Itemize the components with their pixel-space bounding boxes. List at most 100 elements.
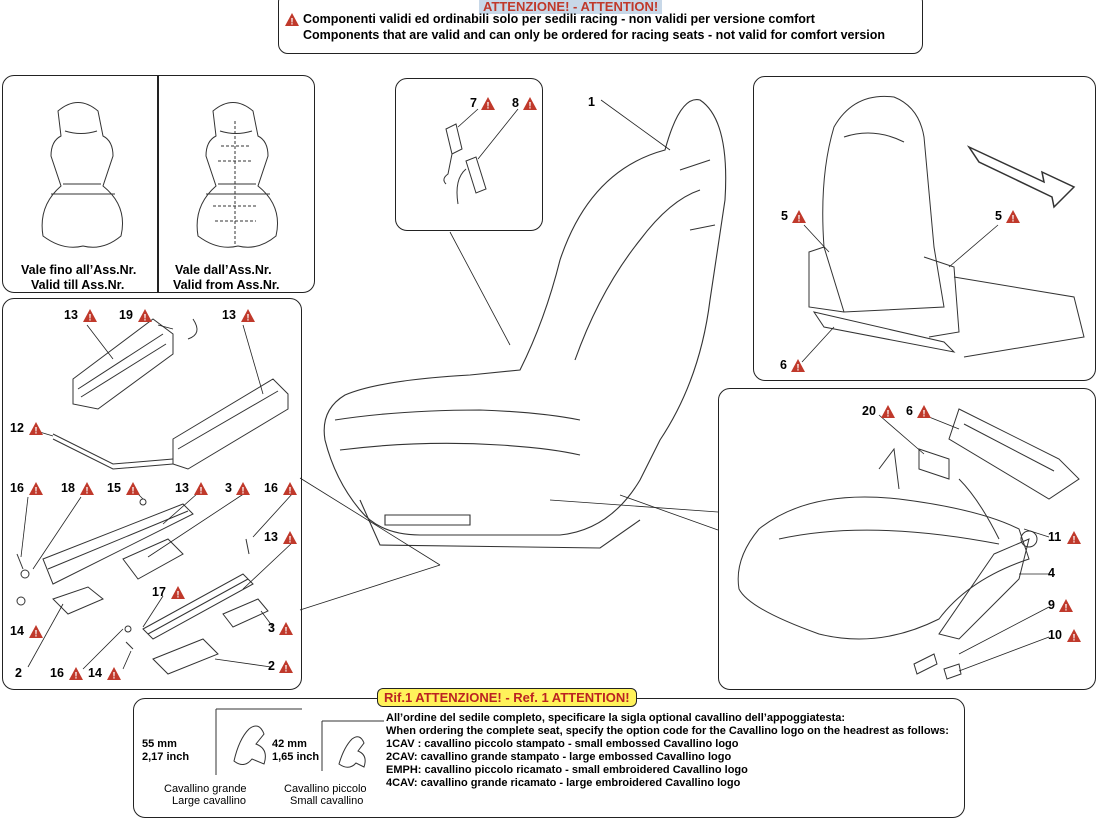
callout-number: 6	[780, 358, 787, 372]
seat-base-panel	[718, 388, 1096, 690]
seat-rear-drawing	[801, 95, 1085, 363]
warning-icon: !	[283, 531, 297, 544]
warning-icon: !	[285, 13, 299, 26]
svg-text:!: !	[35, 426, 38, 436]
callout-number: 6	[906, 404, 913, 418]
ref-line-4: EMPH: cavallino piccolo ricamato - small…	[386, 764, 748, 776]
seat-rear-panel	[753, 76, 1096, 381]
svg-text:!: !	[35, 629, 38, 639]
svg-text:!: !	[242, 486, 245, 496]
warning-icon: !	[171, 586, 185, 599]
belt-detail-panel	[395, 78, 543, 231]
warning-icon: !	[80, 482, 94, 495]
warning-icon: !	[792, 210, 806, 223]
callout-number: 12	[10, 421, 24, 435]
attention-line-it: Componenti validi ed ordinabili solo per…	[303, 12, 815, 26]
callout-number: 3	[225, 481, 232, 495]
callout-number: 16	[10, 481, 24, 495]
svg-text:!: !	[289, 486, 292, 496]
svg-text:!: !	[113, 671, 116, 681]
large-caption-it: Cavallino grande	[164, 783, 247, 795]
svg-text:!: !	[132, 486, 135, 496]
svg-text:!: !	[75, 671, 78, 681]
svg-text:!: !	[89, 313, 92, 323]
rails-panel	[2, 298, 302, 690]
svg-text:!: !	[487, 101, 490, 111]
warning-icon: !	[523, 97, 537, 110]
warning-icon: !	[1059, 599, 1073, 612]
small-size-inch: 1,65 inch	[272, 751, 320, 763]
svg-text:!: !	[887, 409, 890, 419]
small-size-mm: 42 mm	[272, 738, 307, 750]
callout-number: 10	[1048, 628, 1062, 642]
attention-line-en: Components that are valid and can only b…	[303, 28, 886, 42]
svg-text:!: !	[35, 486, 38, 496]
warning-icon: !	[917, 405, 931, 418]
seat-version-panel: Vale fino all’Ass.Nr. Valid till Ass.Nr.…	[2, 75, 315, 293]
svg-text:!: !	[285, 664, 288, 674]
large-caption-en: Large cavallino	[172, 795, 246, 807]
warning-icon: !	[29, 625, 43, 638]
valid-till-it: Vale fino all’Ass.Nr.	[21, 263, 137, 277]
main-seat-drawing	[299, 99, 727, 611]
callout-number: 11	[1048, 530, 1062, 544]
callout-number: 2	[15, 666, 22, 680]
warning-icon: !	[236, 482, 250, 495]
svg-text:!: !	[144, 313, 147, 323]
reference-title: Rif.1 ATTENZIONE! - Ref. 1 ATTENTION!	[377, 688, 637, 707]
svg-text:!: !	[177, 590, 180, 600]
callout-number: 7	[470, 96, 477, 110]
panel-divider	[157, 76, 159, 292]
warning-icon: !	[83, 309, 97, 322]
ref-line-0: All’ordine del sedile completo, specific…	[386, 712, 846, 724]
callout-number: 9	[1048, 598, 1055, 612]
small-caption-en: Small cavallino	[290, 795, 364, 807]
svg-text:!: !	[1012, 214, 1015, 224]
callout-number: 3	[268, 621, 275, 635]
svg-text:!: !	[797, 363, 800, 373]
warning-icon: !	[1006, 210, 1020, 223]
warning-icon: !	[279, 622, 293, 635]
seat-back-drawings	[41, 102, 278, 248]
callout-number: 20	[862, 404, 876, 418]
callout-number: 13	[222, 308, 236, 322]
ref-line-2: 1CAV : cavallino piccolo stampato - smal…	[386, 738, 739, 750]
svg-text:!: !	[289, 535, 292, 545]
rails-drawing	[16, 318, 294, 675]
warning-icon: !	[1067, 531, 1081, 544]
callout-number: 4	[1048, 566, 1055, 580]
warning-icon: !	[126, 482, 140, 495]
seat-base-drawing	[737, 408, 1080, 680]
callout-number: 8	[512, 96, 519, 110]
warning-icon: !	[138, 309, 152, 322]
callout-number: 13	[264, 530, 278, 544]
attention-box: ATTENZIONE! - ATTENTION! ! Componenti va…	[278, 0, 923, 54]
seatbelt-drawing	[443, 108, 519, 205]
warning-icon: !	[881, 405, 895, 418]
svg-text:!: !	[1073, 535, 1076, 545]
warning-icon: !	[279, 660, 293, 673]
callout-number: 16	[264, 481, 278, 495]
warning-icon: !	[29, 422, 43, 435]
warning-icon: !	[1067, 629, 1081, 642]
svg-text:!: !	[291, 17, 294, 27]
large-size-inch: 2,17 inch	[142, 751, 190, 763]
valid-till-en: Valid till Ass.Nr.	[31, 278, 125, 292]
callout-number: 5	[995, 209, 1002, 223]
cavallino-drawings	[215, 708, 384, 775]
callout-number: 5	[781, 209, 788, 223]
warning-icon: !	[69, 667, 83, 680]
warning-icon: !	[194, 482, 208, 495]
reference-box: 55 mm 2,17 inch 42 mm 1,65 inch Cavallin…	[133, 698, 965, 818]
warning-icon: !	[791, 359, 805, 372]
warning-icon: !	[283, 482, 297, 495]
callout-number: 13	[64, 308, 78, 322]
valid-from-it: Vale dall’Ass.Nr.	[175, 263, 272, 277]
callout-number: 18	[61, 481, 75, 495]
ref-line-3: 2CAV: cavallino grande stampato - large …	[386, 751, 732, 763]
small-caption-it: Cavallino piccolo	[284, 783, 367, 795]
callout-number: 1	[588, 95, 595, 109]
svg-text:!: !	[1073, 633, 1076, 643]
ref-line-5: 4CAV: cavallino grande ricamato - large …	[386, 777, 741, 789]
svg-text:!: !	[247, 313, 250, 323]
